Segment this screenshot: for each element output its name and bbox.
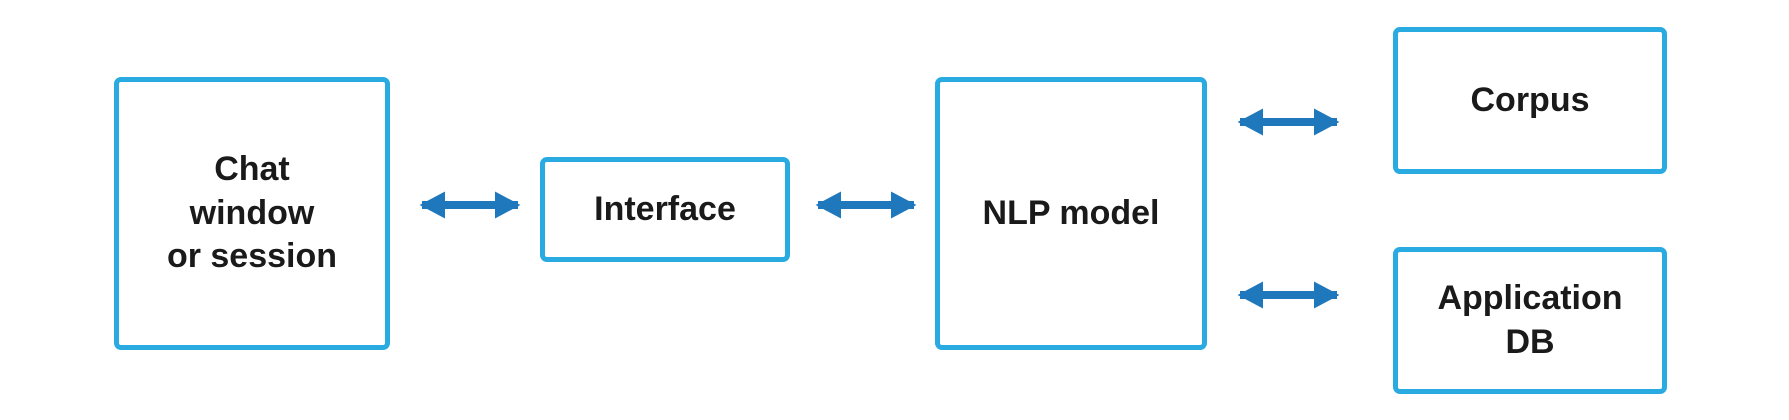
nlp-model-node: NLP model: [935, 77, 1207, 350]
chat-window-label: Chat window or session: [167, 148, 337, 279]
nlp-model-label: NLP model: [982, 193, 1160, 232]
corpus-node: Corpus: [1393, 27, 1667, 174]
interface-label: Interface: [594, 189, 736, 228]
chat-window-label-line-2: window: [189, 193, 315, 232]
chat-window-label-line-3: or session: [166, 237, 338, 276]
corpus-label: Corpus: [1470, 80, 1590, 119]
chat-window-label-line-1: Chat: [214, 150, 290, 189]
application-db-label-line-1: Application: [1437, 278, 1623, 317]
application-db-node: Application DB: [1393, 247, 1667, 394]
application-db-label: Application DB: [1437, 277, 1622, 364]
application-db-label-line-2: DB: [1505, 322, 1555, 361]
chat-window-node: Chat window or session: [114, 77, 390, 350]
interface-node: Interface: [540, 157, 790, 262]
